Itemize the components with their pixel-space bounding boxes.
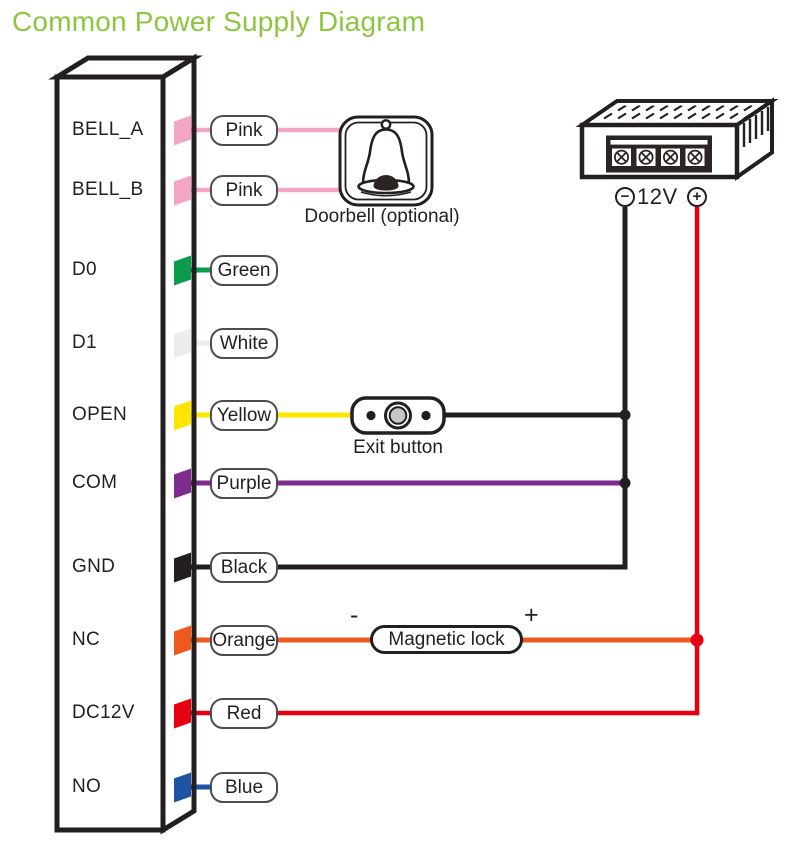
stub-dc12v <box>174 698 191 729</box>
doorbell-icon <box>338 115 434 207</box>
doorbell-caption: Doorbell (optional) <box>304 206 460 227</box>
psu-voltage-label: 12V <box>637 184 678 209</box>
magnetic-lock: Magnetic lock <box>370 625 523 654</box>
terminal-label-nc: NC <box>72 629 101 650</box>
stub-open <box>174 400 191 431</box>
wire-label-yellow: Yellow <box>210 399 278 431</box>
psu-minus-terminal: − <box>615 187 635 207</box>
stub-com <box>174 468 191 499</box>
stub-d1 <box>174 328 191 359</box>
exit-button-caption: Exit button <box>353 437 443 458</box>
terminal-label-d0: D0 <box>72 259 97 280</box>
terminal-label-gnd: GND <box>72 556 116 577</box>
wire-label-pink-a: Pink <box>210 114 278 146</box>
stub-bell-a <box>174 115 191 146</box>
exit-button-icon <box>350 396 446 435</box>
junction-dot-open <box>619 409 631 421</box>
junction-dot-com <box>619 477 631 489</box>
bell-body <box>361 128 411 186</box>
controller-front-face <box>54 74 166 833</box>
psu-strip-bar <box>610 140 708 145</box>
stub-bell-b <box>174 175 191 206</box>
wire-label-orange: Orange <box>210 624 278 656</box>
magnetic-lock-plus-sign: + <box>524 601 539 629</box>
magnetic-lock-minus-sign: - <box>350 601 359 629</box>
psu-side-slits <box>742 107 770 147</box>
bell-under-arc <box>360 191 412 197</box>
terminal-label-d1: D1 <box>72 332 97 353</box>
power-supply-icon <box>575 97 779 181</box>
terminal-label-open: OPEN <box>72 404 128 425</box>
exit-button-right-dot <box>421 410 431 421</box>
bell-knob <box>380 119 392 130</box>
psu-plus-terminal: + <box>687 187 707 207</box>
stub-gnd <box>174 552 191 583</box>
wire-label-blue: Blue <box>210 771 278 803</box>
psu-vent-hatch <box>592 105 763 121</box>
stub-nc <box>174 625 191 656</box>
terminal-label-com: COM <box>72 472 118 493</box>
wire-label-pink-b: Pink <box>210 174 278 206</box>
wire-label-green: Green <box>210 254 278 286</box>
terminal-label-dc12v: DC12V <box>72 702 135 723</box>
page-title: Common Power Supply Diagram <box>12 6 426 37</box>
exit-button-left-dot <box>366 410 376 421</box>
terminal-label-no: NO <box>72 776 102 797</box>
terminal-label-bell-b: BELL_B <box>72 179 144 200</box>
terminal-label-bell-a: BELL_A <box>72 119 144 140</box>
psu-screw-terminals <box>612 148 705 166</box>
wire-label-white: White <box>210 327 278 359</box>
stub-no <box>174 772 191 803</box>
wire-label-purple: Purple <box>210 467 278 499</box>
bell-clapper <box>373 175 399 191</box>
wire-label-red: Red <box>210 697 278 729</box>
stub-d0 <box>174 255 191 286</box>
exit-button-ring-inner <box>388 406 408 425</box>
wire-label-black: Black <box>210 551 278 583</box>
junction-dot-nc <box>690 633 704 647</box>
